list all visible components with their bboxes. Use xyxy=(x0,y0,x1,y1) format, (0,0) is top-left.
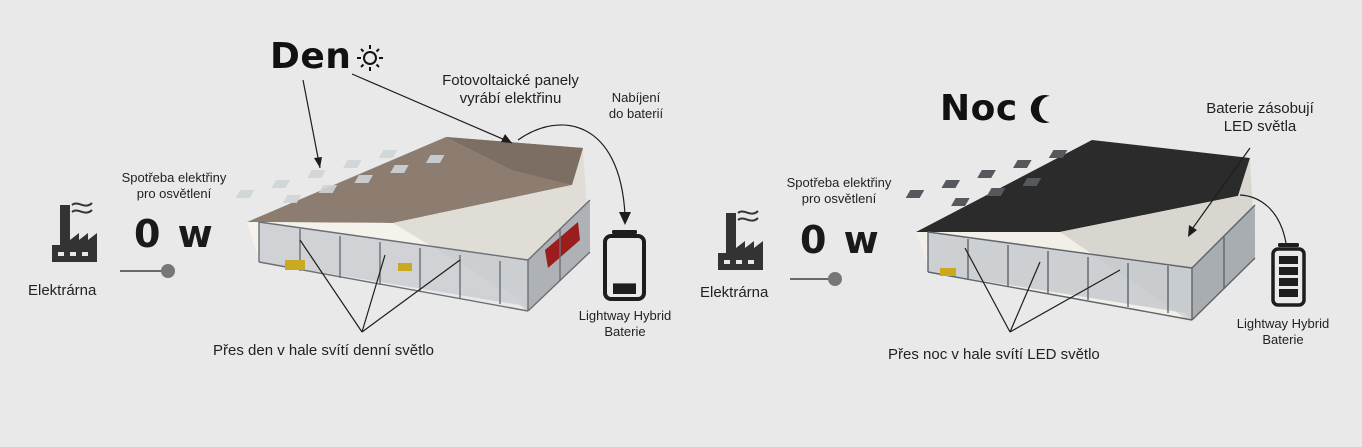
night-battery-label-line1: Lightway Hybrid xyxy=(1236,316,1330,331)
battery-supply-line2: LED světla xyxy=(1223,118,1297,135)
night-consumption-label: Spotřeba elektřiny pro osvětlení xyxy=(765,175,913,207)
night-building xyxy=(905,140,1256,321)
sun-icon xyxy=(357,45,383,71)
night-title: Noc xyxy=(940,88,1018,129)
day-consumption-label: Spotřeba elektřiny pro osvětlení xyxy=(100,170,248,202)
day-battery-label-line2: Baterie xyxy=(604,324,646,339)
charging-label-line1: Nabíjení xyxy=(611,90,661,105)
night-battery-label-line2: Baterie xyxy=(1262,332,1304,347)
day-bottom-label: Přes den v hale svítí denní světlo xyxy=(213,342,434,359)
day-title: Den xyxy=(270,36,352,77)
factory-icon xyxy=(718,210,763,270)
day-battery-icon xyxy=(603,230,646,301)
night-battery-label: Lightway Hybrid Baterie xyxy=(1228,316,1338,348)
charging-label-line2: do baterií xyxy=(608,106,664,121)
charging-label: Nabíjení do baterií xyxy=(586,90,686,122)
night-consumption-value: 0 w xyxy=(800,218,881,262)
battery-supply-label: Baterie zásobují LED světla xyxy=(1190,100,1330,136)
day-plant-label: Elektrárna xyxy=(28,282,97,299)
day-consumption-line1: Spotřeba elektřiny xyxy=(121,170,227,185)
night-consumption-line1: Spotřeba elektřiny xyxy=(786,175,892,190)
panels-label: Fotovoltaické panely vyrábí elektřinu xyxy=(418,72,603,108)
day-building xyxy=(235,137,591,312)
day-consumption-value: 0 w xyxy=(134,212,215,256)
panels-label-line2: vyrábí elektřinu xyxy=(459,90,562,107)
night-consumption-line2: pro osvětlení xyxy=(801,191,877,206)
day-battery-label: Lightway Hybrid Baterie xyxy=(565,308,685,340)
factory-icon xyxy=(52,202,97,262)
day-consumption-line2: pro osvětlení xyxy=(136,186,212,201)
day-battery-label-line1: Lightway Hybrid xyxy=(578,308,672,323)
panels-label-line1: Fotovoltaické panely xyxy=(442,72,579,89)
moon-icon xyxy=(1030,95,1050,123)
battery-supply-line1: Baterie zásobují xyxy=(1206,100,1314,117)
night-bottom-label: Přes noc v hale svítí LED světlo xyxy=(888,346,1100,363)
night-battery-icon xyxy=(1271,243,1306,307)
night-plant-label: Elektrárna xyxy=(700,284,769,301)
